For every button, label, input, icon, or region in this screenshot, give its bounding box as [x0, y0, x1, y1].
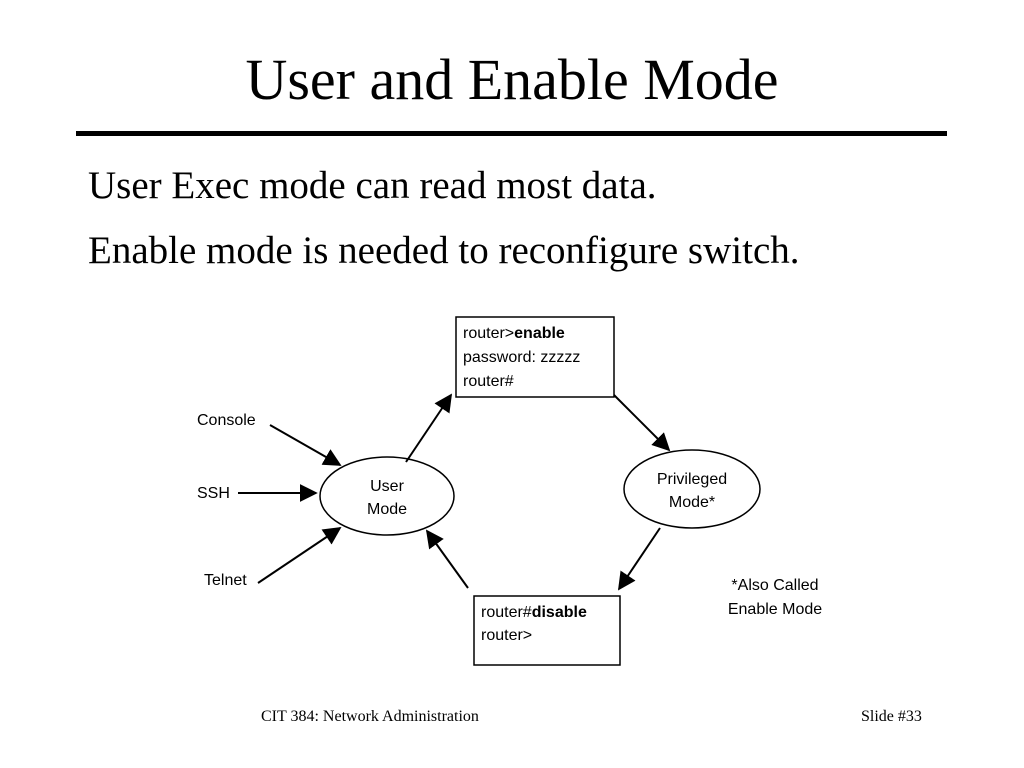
bullet-item: Enable mode is needed to reconfigure swi… — [88, 229, 800, 272]
console-arrow — [269, 424, 342, 466]
enable-to-privileged-arrow — [613, 394, 671, 452]
user-mode-node — [319, 456, 455, 536]
telnet-arrow — [257, 526, 342, 584]
slide-title: User and Enable Mode — [245, 47, 779, 112]
user-mode-label-line2: Mode — [367, 501, 407, 518]
enable-line2: password: zzzzz — [463, 349, 580, 366]
disable-command-box — [473, 595, 621, 666]
disable-line1: router#disable — [481, 604, 587, 621]
title-divider — [76, 131, 947, 136]
enable-command-box — [455, 316, 615, 398]
enable-command: enable — [514, 325, 565, 342]
privileged-mode-label-line1: Privileged — [657, 471, 727, 488]
disable-to-user-arrow — [425, 529, 469, 589]
enable-mode-note-line1: *Also Called — [731, 577, 818, 594]
bullet-list: User Exec mode can read most data. Enabl… — [88, 163, 800, 293]
user-to-enable-arrow — [405, 393, 453, 463]
privileged-mode-node — [623, 449, 761, 529]
disable-command: disable — [532, 604, 587, 621]
enable-line3: router# — [463, 373, 514, 390]
disable-prompt: router# — [481, 604, 532, 621]
disable-line2: router> — [481, 627, 532, 644]
privileged-to-disable-arrow — [617, 527, 661, 591]
access-label-telnet: Telnet — [204, 572, 247, 589]
privileged-mode-label-line2: Mode* — [669, 494, 715, 511]
footer-course: CIT 384: Network Administration — [261, 708, 479, 725]
access-label-ssh: SSH — [197, 485, 230, 502]
enable-line1: router>enable — [463, 325, 565, 342]
enable-mode-note-line2: Enable Mode — [728, 601, 822, 618]
enable-prompt: router> — [463, 325, 514, 342]
access-label-console: Console — [197, 412, 256, 429]
bullet-item: User Exec mode can read most data. — [88, 164, 657, 207]
user-mode-label-line1: User — [370, 478, 404, 495]
footer-slide-number: Slide #33 — [861, 708, 922, 725]
